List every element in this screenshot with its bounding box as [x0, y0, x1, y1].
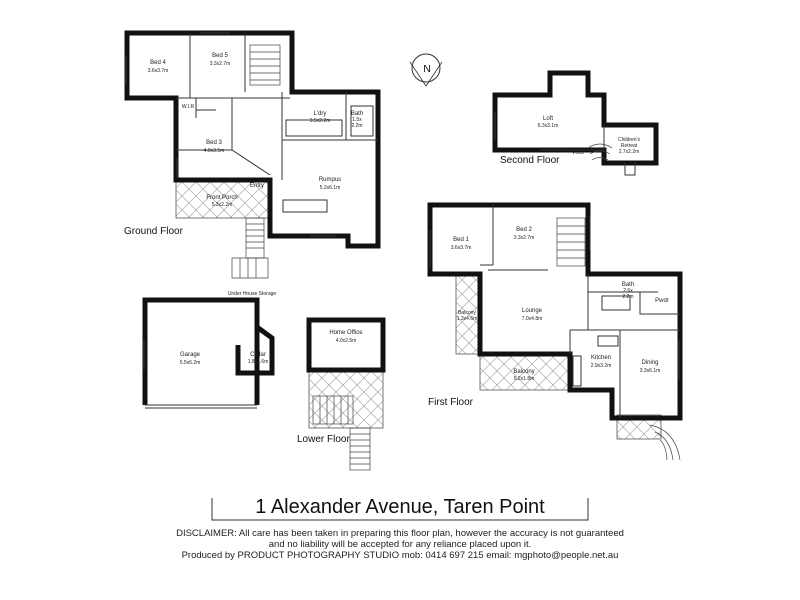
garage-size: 5.5x6.2m: [180, 360, 201, 366]
retreat-name2: Retreat: [621, 143, 638, 149]
void-label: VOID: [572, 150, 585, 156]
dining-size: 3.3x6.1m: [640, 368, 661, 374]
retreat-name: Children's: [618, 137, 641, 143]
office-outer-wall: [306, 317, 386, 373]
ground-entry-stairs: [231, 217, 269, 279]
disclaimer-line-2: and no liability will be accepted for an…: [268, 539, 532, 550]
first-bath-size: 2.6x: [623, 288, 633, 294]
bed3-name: Bed 3: [206, 140, 222, 146]
ground-inner-walls: [176, 33, 378, 180]
disclaimer: DISCLAIMER: All care has been taken in p…: [0, 528, 800, 561]
disclaimer-line-3: Produced by PRODUCT PHOTOGRAPHY STUDIO m…: [181, 550, 619, 561]
lounge-size: 7.0x4.8m: [522, 316, 543, 322]
garage-name: Garage: [180, 352, 201, 358]
first-windows: [429, 215, 680, 380]
cellar-wall: [235, 300, 275, 376]
office-porch-area: [308, 369, 384, 429]
kitchen-bench: [572, 355, 582, 387]
entry-name: Entry: [250, 183, 264, 189]
kitchen-island: [597, 335, 619, 347]
ground-bath-name: Bath: [351, 111, 363, 117]
compass-label: N: [423, 63, 431, 75]
ground-bath-tub: [350, 105, 374, 137]
kitchen-size: 2.9x3.2m: [591, 363, 612, 369]
first-bath-name: Bath: [622, 282, 634, 288]
balcony1-size: 1.3x4.6m: [457, 316, 478, 322]
first-bath-size2: 2.2m: [622, 294, 633, 300]
bed5-size: 3.3x2.7m: [210, 61, 231, 67]
laundry-size: 3.5x2.2m: [310, 118, 331, 124]
lower-floor-label: Lower Floor: [297, 434, 350, 445]
loft-size: 6.3x3.1m: [538, 123, 559, 129]
title-bracket: [211, 498, 589, 521]
ground-floor-plan: Bed 4 3.6x3.7m Bed 5 3.3x2.7m W.I.R Bed …: [124, 30, 381, 279]
bed2-name: Bed 2: [516, 227, 532, 233]
north-compass: N: [409, 53, 443, 87]
lower-floor-office-plan: Home Office 4.0x2.5m Lower Floor: [297, 317, 386, 471]
rumpus-bench: [282, 199, 328, 213]
balcony2-name: Balcony: [513, 369, 534, 375]
first-rear-stair: [649, 424, 681, 461]
porch-name: Front Porch: [206, 195, 237, 201]
ground-windows: [125, 32, 336, 237]
loft-name: Loft: [543, 116, 553, 122]
front-porch-area: [175, 179, 271, 219]
ground-internal-stairs: [249, 44, 281, 86]
second-inner-walls: [494, 112, 636, 176]
powder-name: Pwdr: [655, 298, 669, 304]
garage-outer-wall: [142, 297, 260, 405]
office-name: Home Office: [329, 330, 363, 336]
bed3-size: 4.0x3.5m: [204, 148, 225, 154]
ground-bath-size2: 2.2m: [351, 123, 362, 129]
bed2-size: 3.3x2.7m: [514, 235, 535, 241]
bed1-size: 3.6x3.7m: [451, 245, 472, 251]
retreat-size: 2.7x2.2m: [619, 149, 640, 155]
wir-name: W.I.R: [182, 104, 195, 110]
first-internal-stairs: [556, 217, 586, 267]
dining-name: Dining: [641, 360, 658, 366]
ground-bath-size: 1.5x: [352, 117, 362, 123]
balcony1-name: Balcony: [458, 310, 476, 316]
property-address: 1 Alexander Avenue, Taren Point: [255, 496, 545, 518]
ground-floor-label: Ground Floor: [124, 226, 184, 237]
garage-door: [145, 404, 257, 409]
second-floor-plan: Loft 6.3x3.1m Children's Retreat 2.7x2.2…: [492, 70, 659, 176]
first-floor-label: First Floor: [428, 397, 474, 408]
cellar-size: 1.8x1.6m: [248, 359, 269, 365]
bed4-size: 3.6x3.7m: [148, 68, 169, 74]
bed1-name: Bed 1: [453, 237, 469, 243]
first-floor-plan: Bed 1 3.6x3.7m Bed 2 3.3x2.7m Bath 2.6x …: [427, 202, 683, 461]
second-floor-label: Second Floor: [500, 155, 560, 166]
porch-size: 5.3x2.2m: [212, 202, 233, 208]
first-bath-tub: [601, 295, 631, 311]
first-inner-walls: [480, 205, 680, 418]
cellar-name: Cellar: [250, 352, 266, 358]
disclaimer-line-1: DISCLAIMER: All care has been taken in p…: [176, 528, 624, 539]
balcony2-size: 5.2x1.8m: [514, 376, 535, 382]
rumpus-name: Rumpus: [319, 177, 341, 183]
office-stairs: [312, 395, 371, 471]
lower-floor-garage-plan: Under House Storage Garage 5.5x6.2m Cell…: [142, 291, 277, 409]
bed5-name: Bed 5: [212, 53, 228, 59]
rumpus-size: 5.2x6.1m: [320, 185, 341, 191]
first-balcony-front: [479, 353, 571, 391]
second-stair: [587, 143, 613, 161]
laundry-name: L'dry: [314, 111, 327, 117]
kitchen-name: Kitchen: [591, 355, 611, 361]
bed4-name: Bed 4: [150, 60, 166, 66]
ground-laundry-bench: [285, 119, 343, 137]
lounge-name: Lounge: [522, 308, 543, 314]
office-size: 4.0x2.5m: [336, 338, 357, 344]
under-house-storage: Under House Storage: [228, 291, 277, 297]
